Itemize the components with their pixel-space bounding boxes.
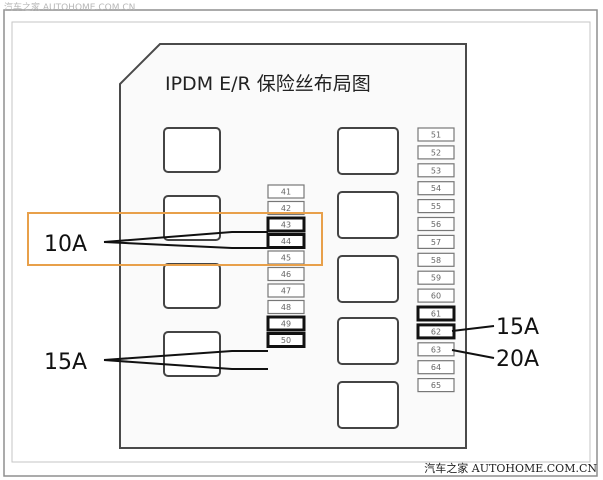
right-relay-3 bbox=[337, 255, 399, 303]
fuse-label-63: 63 bbox=[431, 345, 441, 354]
fuse-label-57: 57 bbox=[431, 238, 441, 247]
fuse-47 bbox=[267, 283, 305, 298]
right-relay-4 bbox=[337, 317, 399, 365]
fuse-label-41: 41 bbox=[281, 188, 291, 197]
fuse-label-48: 48 bbox=[281, 303, 291, 312]
fuse-56 bbox=[417, 216, 455, 232]
callout-right-top: 15A bbox=[496, 315, 539, 340]
right-fuse-column: 51 52 53 54 55 56 57 58 59 60 61 62 63 64 65 bbox=[416, 127, 456, 393]
watermark-bottom: 汽车之家 AUTOHOME.COM.CN bbox=[424, 462, 597, 475]
watermark-top: 汽车之家 AUTOHOME.COM.CN bbox=[4, 3, 136, 13]
inner-frame bbox=[11, 21, 591, 463]
fuse-label-44: 44 bbox=[281, 237, 291, 246]
fuse-43 bbox=[266, 216, 306, 233]
leader-10a-to-43 bbox=[103, 231, 268, 243]
fuse-60 bbox=[417, 288, 455, 303]
fuse-label-50: 50 bbox=[281, 336, 291, 345]
callout-left-top: 10A bbox=[44, 232, 87, 257]
mid-fuse-column: 41 42 43 44 45 46 47 48 49 50 bbox=[266, 184, 306, 348]
leader-20a-to-62 bbox=[451, 349, 495, 359]
leader-10a-to-44 bbox=[103, 241, 268, 249]
fuse-54 bbox=[417, 181, 455, 196]
outer-frame bbox=[3, 9, 598, 477]
fuse-41 bbox=[267, 184, 305, 199]
fuse-label-59: 59 bbox=[431, 274, 441, 283]
fuse-label-55: 55 bbox=[431, 202, 441, 211]
fuse-61 bbox=[416, 305, 456, 322]
left-relay-1 bbox=[163, 127, 221, 173]
fuse-59 bbox=[417, 270, 455, 285]
fuse-44 bbox=[266, 233, 306, 249]
fuse-label-65: 65 bbox=[431, 381, 441, 390]
fuse-48 bbox=[267, 299, 305, 315]
fuse-label-56: 56 bbox=[431, 220, 441, 229]
fuse-57 bbox=[417, 234, 455, 249]
fuse-label-52: 52 bbox=[431, 148, 441, 157]
callout-right-bottom: 20A bbox=[496, 347, 539, 372]
fuse-label-64: 64 bbox=[431, 363, 441, 372]
fuse-42 bbox=[267, 200, 305, 216]
fuse-49 bbox=[266, 315, 306, 332]
fuse-label-49: 49 bbox=[281, 320, 291, 329]
leader-15a-to-61 bbox=[451, 325, 495, 332]
fuse-label-45: 45 bbox=[281, 254, 291, 263]
fuse-50 bbox=[266, 332, 306, 348]
right-relay-2 bbox=[337, 191, 399, 239]
leader-15a-to-50 bbox=[103, 359, 268, 370]
fuse-58 bbox=[417, 252, 455, 267]
fuse-65 bbox=[417, 378, 455, 393]
left-relay-2 bbox=[163, 195, 221, 241]
fuse-label-54: 54 bbox=[431, 184, 441, 193]
leader-15a-to-49 bbox=[103, 350, 268, 361]
diagram-title: IPDM E/R 保险丝布局图 bbox=[165, 73, 371, 95]
right-relay-5 bbox=[337, 381, 399, 429]
left-relay-3 bbox=[163, 263, 221, 309]
fuse-label-60: 60 bbox=[431, 292, 441, 301]
highlight-box bbox=[27, 212, 323, 266]
fuse-label-61: 61 bbox=[431, 310, 441, 319]
fuse-label-46: 46 bbox=[281, 270, 291, 279]
callout-left-bottom: 15A bbox=[44, 350, 87, 375]
fuse-51 bbox=[417, 127, 455, 142]
fuse-label-42: 42 bbox=[281, 204, 291, 213]
fuse-label-53: 53 bbox=[431, 166, 441, 175]
fuse-53 bbox=[417, 163, 455, 178]
fuse-label-51: 51 bbox=[431, 131, 441, 140]
fuse-label-43: 43 bbox=[281, 221, 291, 230]
fuse-55 bbox=[417, 199, 455, 214]
fuse-label-58: 58 bbox=[431, 256, 441, 265]
fuse-63 bbox=[417, 342, 455, 357]
right-relay-1 bbox=[337, 127, 399, 175]
fuse-52 bbox=[417, 145, 455, 160]
fuse-46 bbox=[267, 266, 305, 282]
fuse-label-62: 62 bbox=[431, 327, 441, 336]
fuse-label-47: 47 bbox=[281, 287, 291, 296]
fuse-64 bbox=[417, 360, 455, 375]
